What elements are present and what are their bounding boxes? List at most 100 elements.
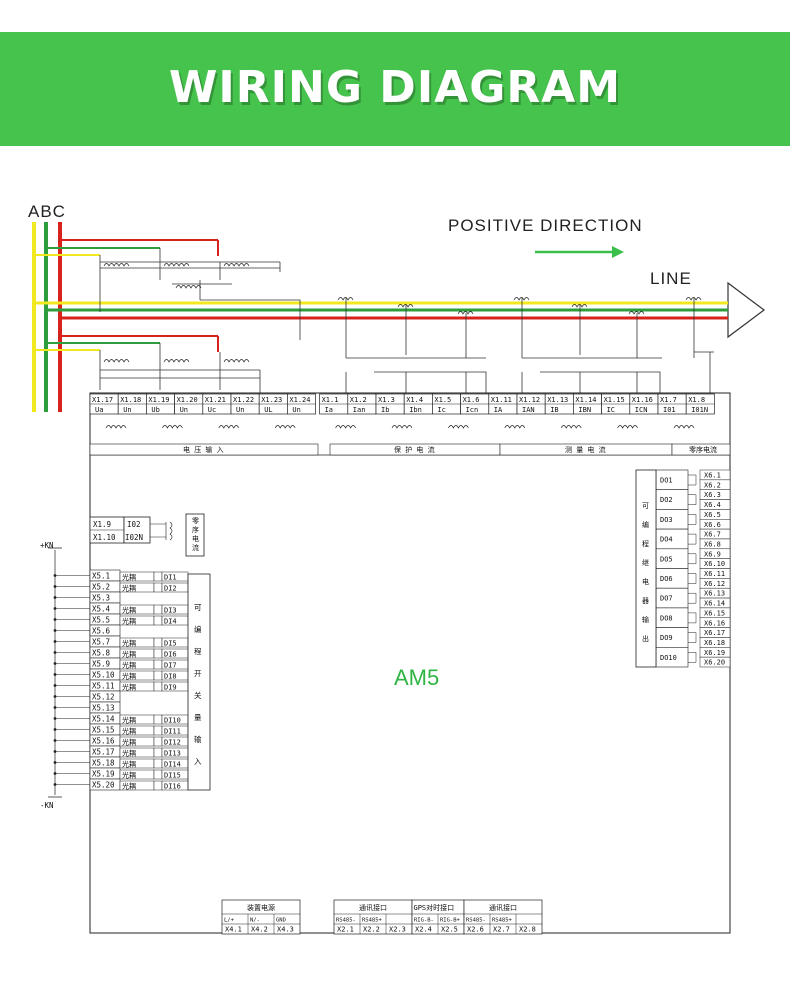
do-terminal-label: X6.16 (704, 619, 725, 627)
top-terminal-label: X1.12 (519, 396, 540, 404)
bottom-terminal-label: X2.7 (493, 926, 510, 934)
di-input-label: DI3 (164, 607, 177, 615)
top-terminal-label: X1.17 (92, 396, 113, 404)
zero-seq-label: 零序电流 (192, 517, 199, 552)
bottom-signal-label: RS485- (466, 918, 486, 924)
pt-coil-upper (103, 263, 130, 267)
di-terminal-label: X5.15 (92, 726, 115, 735)
bottom-signal-label: N/- (250, 918, 260, 924)
top-signal-label: I01N (691, 406, 708, 414)
digital-input-block: X5.1X5.2X5.3X5.4X5.5X5.6X5.7X5.8X5.9X5.1… (53, 567, 189, 791)
pt-coil-lower (223, 359, 250, 363)
optocoupler-label: 光耦 (122, 760, 136, 769)
top-signal-label: Ibn (409, 406, 422, 414)
potential-transformers (103, 263, 250, 363)
lower-pt-wiring (34, 335, 261, 398)
do-output-label: DO10 (660, 654, 677, 662)
do-output-label: DO5 (660, 555, 673, 563)
di-input-label: DI7 (164, 662, 177, 670)
pt-coil-open-delta (175, 285, 202, 289)
bottom-terminal-label: X2.2 (363, 926, 380, 934)
optocoupler-label: 光耦 (122, 716, 136, 725)
optocoupler-label: 光耦 (122, 606, 136, 615)
di-terminal-label: X5.16 (92, 737, 115, 746)
upper-pt-wiring (34, 239, 301, 340)
input-transformer-coil (274, 425, 296, 429)
di-input-label: DI8 (164, 673, 177, 681)
di-input-label: DI4 (164, 618, 177, 626)
di-terminal-label: X5.17 (92, 748, 115, 757)
top-terminal-label: X1.14 (575, 396, 596, 404)
optocoupler-label: 光耦 (122, 573, 136, 582)
do-terminal-label: X6.5 (704, 511, 721, 519)
do-title-char: 输 (642, 615, 649, 624)
bottom-terminal-label: X2.1 (337, 926, 354, 934)
top-terminal-label: X1.24 (289, 396, 310, 404)
top-terminal-strip: X1.17UaX1.18UnX1.19UbX1.20UnX1.21UcX1.22… (89, 393, 715, 415)
do-terminal-label: X6.3 (704, 491, 721, 499)
top-signal-label: Un (180, 406, 188, 414)
di-terminal-label: X5.12 (92, 693, 115, 702)
di-title-char: 开 (194, 669, 202, 678)
top-terminal-label: X1.6 (463, 396, 480, 404)
do-terminal-label: X6.10 (704, 560, 725, 568)
do-terminal-label: X6.2 (704, 481, 721, 489)
do-output-label: DO4 (660, 536, 673, 544)
di-terminal-label: X5.6 (92, 627, 111, 636)
line-arrow (727, 281, 765, 339)
device-name: AM5 (394, 665, 439, 690)
input-group-label: 电 压 输 入 (183, 445, 224, 454)
do-output-label: DO7 (660, 595, 673, 603)
top-signal-label: Ub (151, 406, 159, 414)
di-title-box (187, 573, 211, 791)
top-terminal-label: X1.20 (177, 396, 198, 404)
di-terminal-label: X5.1 (92, 572, 110, 581)
kn-supply (48, 547, 62, 798)
di-terminal-label: X5.11 (92, 682, 115, 691)
optocoupler-label: 光耦 (122, 584, 136, 593)
top-signal-label: IAN (522, 406, 535, 414)
di-title-char: 编 (194, 624, 202, 634)
do-terminal-label: X6.15 (704, 609, 725, 617)
page-title: WIRING DIAGRAM (168, 62, 622, 113)
ct-wiring (345, 298, 714, 398)
top-signal-label: Ua (95, 406, 103, 414)
bottom-terminal-label: X4.3 (277, 926, 294, 934)
top-terminal-label: X1.4 (406, 396, 423, 404)
minus-kn-label: -KN (40, 801, 54, 810)
di-input-label: DI16 (164, 783, 181, 791)
do-terminal-label: X6.7 (704, 531, 721, 539)
top-terminal-label: X1.11 (491, 396, 512, 404)
input-transformer-coil (504, 425, 526, 429)
input-transformer-coil (218, 425, 240, 429)
di-input-label: DI10 (164, 717, 181, 725)
bottom-terminal-label: X2.8 (519, 926, 536, 934)
di-title-char: 程 (194, 647, 202, 656)
optocoupler-label: 光耦 (122, 782, 136, 791)
bottom-terminal-label: X2.4 (415, 926, 432, 934)
top-terminal-label: X1.7 (660, 396, 677, 404)
top-terminal-label: X1.19 (148, 396, 169, 404)
di-terminal-label: X5.20 (92, 781, 115, 790)
zero-sequence-block: X1.9 X1.10 I02 I02N 零序电流 (89, 513, 205, 557)
input-group-label: 测 量 电 流 (565, 445, 606, 454)
do-title-char: 器 (642, 597, 649, 605)
bottom-signal-label: RS485+ (362, 918, 383, 924)
ct-coil (685, 297, 702, 301)
optocoupler-label: 光耦 (122, 661, 136, 670)
di-title-char: 入 (194, 757, 202, 766)
do-terminal-label: X6.1 (704, 472, 721, 480)
do-output-label: DO3 (660, 516, 673, 524)
optocoupler-label: 光耦 (122, 683, 136, 692)
do-title-box (635, 469, 657, 668)
bottom-signal-label: RIG-B+ (440, 918, 461, 924)
di-title-char: 输 (194, 734, 202, 744)
bottom-terminal-label: X4.2 (251, 926, 268, 934)
zero-seq-terminal-2: X1.10 (93, 533, 116, 542)
do-output-label: DO1 (660, 477, 673, 485)
top-signal-label: Un (123, 406, 131, 414)
do-terminal-label: X6.14 (704, 600, 725, 608)
do-terminal-label: X6.20 (704, 659, 725, 667)
